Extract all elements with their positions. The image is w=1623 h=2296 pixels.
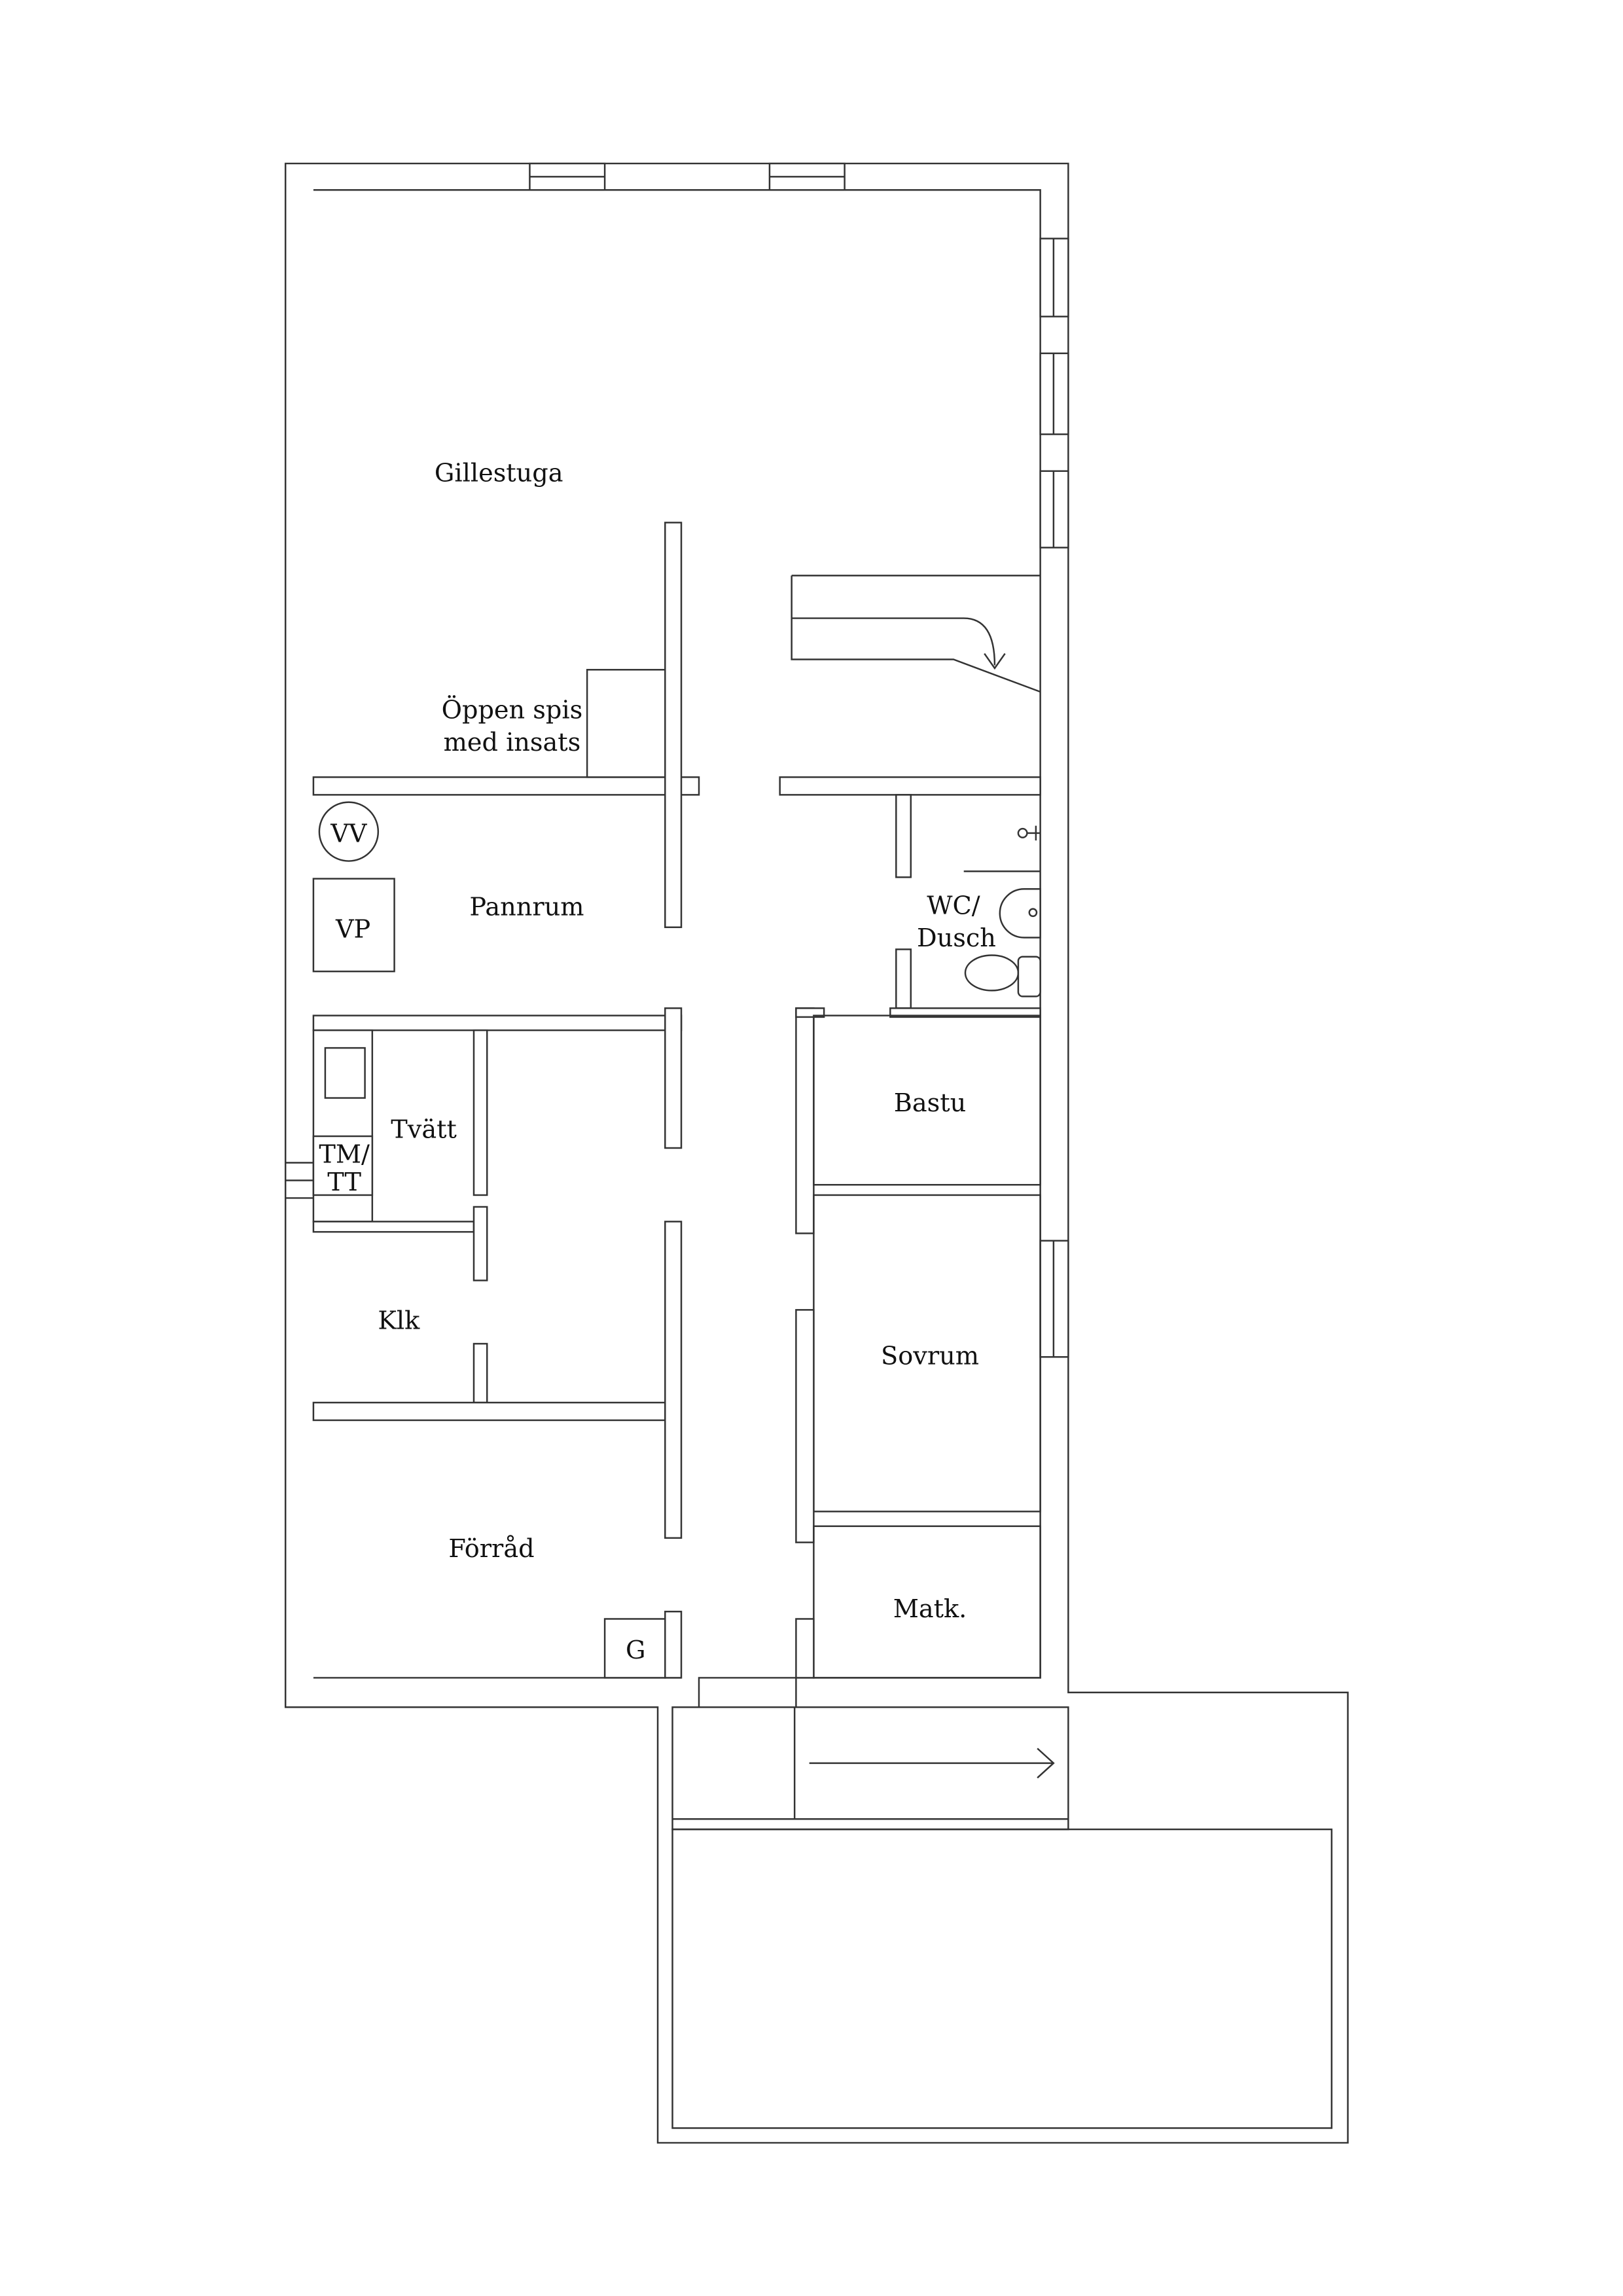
outer-wall [284, 162, 1349, 2144]
wall-tvatt-bottom [312, 1221, 475, 1233]
window-top-1 [529, 162, 606, 191]
wall-central-left-1 [664, 522, 683, 928]
heat-pump [312, 878, 395, 973]
stairs-arrow-icon [984, 653, 1006, 670]
label-vp: VP [335, 915, 370, 944]
window-right-4 [1039, 1240, 1069, 1358]
fireplace [586, 669, 666, 778]
sink-icon [999, 888, 1041, 939]
washer-dryer [312, 1135, 374, 1196]
window-right-3 [1039, 470, 1069, 548]
entry-arrow-icon [809, 1748, 1055, 1779]
label-bastu: Bastu [894, 1089, 966, 1118]
wall-right-corridor-3 [795, 1618, 815, 1679]
vent [285, 1162, 313, 1199]
label-gillestuga: Gillestuga [435, 459, 563, 488]
wall-wc-upper [895, 794, 912, 878]
gas-box [603, 1618, 666, 1679]
window-right-1 [1039, 238, 1069, 317]
label-tmtt-2: TT [327, 1168, 361, 1197]
wall-bastu [813, 1014, 1041, 1186]
window-top-2 [768, 162, 846, 191]
wall-klk-door-1 [473, 1206, 488, 1282]
label-wc-1: WC/ [927, 892, 980, 921]
label-wc-2: Dusch [917, 924, 996, 953]
wall-central-left-2 [664, 1007, 683, 1149]
shower-head-icon [1017, 825, 1041, 841]
wall-central-left-3 [664, 1221, 683, 1539]
wall-pannrum-bottom [312, 1014, 683, 1031]
label-vv: VV [330, 819, 368, 848]
toilet-icon [964, 954, 1041, 997]
label-tvatt: Tvätt [391, 1115, 457, 1144]
wall-right-corridor-1 [795, 1007, 815, 1234]
terrace [671, 1828, 1333, 2129]
label-g: G [626, 1636, 646, 1665]
water-heater [318, 801, 380, 862]
label-pannrum: Pannrum [469, 893, 584, 922]
stairs [791, 575, 1041, 693]
laundry-sink [324, 1047, 366, 1099]
wall-wc-lower [895, 948, 912, 1009]
window-right-2 [1039, 352, 1069, 435]
label-klk: Klk [378, 1307, 420, 1336]
wall-tvatt-divider [473, 1029, 488, 1196]
wall-gillestuga-bottom-right [779, 776, 1041, 796]
entry-landing [671, 1706, 1069, 1831]
wall-gillestuga-bottom [312, 776, 700, 796]
label-tmtt-1: TM/ [319, 1140, 370, 1169]
label-matk: Matk. [893, 1595, 967, 1624]
label-sovrum: Sovrum [881, 1342, 979, 1371]
wall-klk-bottom [312, 1401, 666, 1422]
label-fireplace-2: med insats [444, 728, 581, 757]
wall-klk-door-2 [473, 1342, 488, 1404]
wall-right-corridor-2 [795, 1309, 815, 1543]
label-forrad: Förråd [448, 1534, 534, 1564]
wall-matk [813, 1525, 1041, 1679]
label-fireplace-1: Öppen spis [442, 694, 583, 725]
wall-central-left-4 [664, 1611, 683, 1679]
